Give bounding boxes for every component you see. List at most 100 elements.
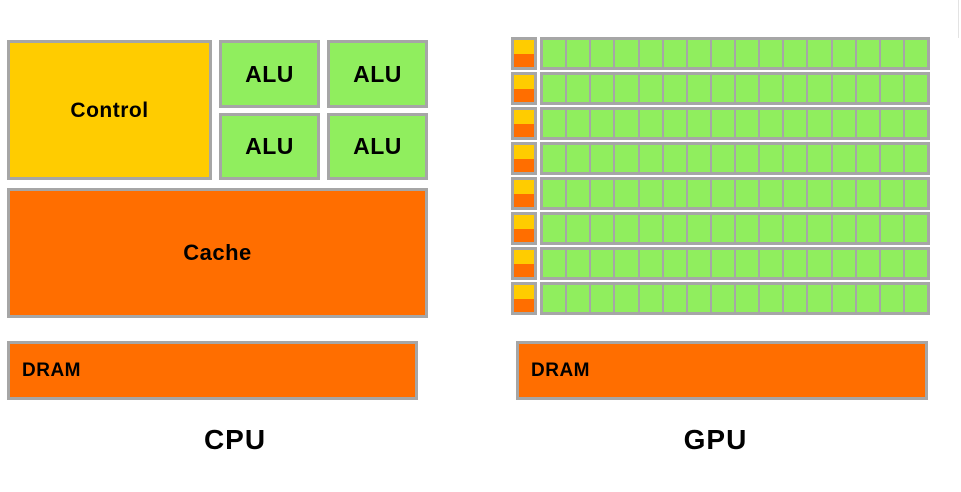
gpu-alu-cell (904, 145, 927, 172)
gpu-alu-cell (760, 180, 783, 207)
gpu-alu-cell (880, 40, 903, 67)
gpu-alu-cell (639, 285, 662, 312)
gpu-row-cache-segment (514, 123, 534, 137)
gpu-alu-cell (760, 110, 783, 137)
gpu-alu-cell (856, 215, 879, 242)
gpu-caption: GPU (683, 424, 748, 455)
gpu-alu-cell (615, 75, 638, 102)
gpu-alu-cell (591, 180, 614, 207)
gpu-alu-cell (856, 75, 879, 102)
gpu-alu-cell (784, 75, 807, 102)
gpu-alu-cell (639, 145, 662, 172)
gpu-alu-cell (687, 110, 710, 137)
gpu-alu-cell (543, 215, 566, 242)
gpu-core-row (511, 37, 930, 70)
gpu-alu-cell (687, 75, 710, 102)
gpu-alu-cell (711, 40, 734, 67)
gpu-alu-cell (615, 215, 638, 242)
gpu-alu-cell (880, 215, 903, 242)
gpu-alu-cell (639, 250, 662, 277)
gpu-alu-cell (591, 215, 614, 242)
gpu-alu-cell (784, 180, 807, 207)
gpu-alu-cell (736, 40, 759, 67)
gpu-alu-cell (904, 40, 927, 67)
cpu-cache-block: Cache (7, 188, 428, 318)
gpu-row-alu-strip (540, 72, 930, 105)
gpu-alu-cell (904, 75, 927, 102)
gpu-row-control-segment (514, 110, 534, 124)
gpu-row-cache-segment (514, 228, 534, 242)
gpu-alu-cell (856, 180, 879, 207)
gpu-alu-cell (711, 285, 734, 312)
gpu-alu-cell (639, 180, 662, 207)
gpu-alu-cell (736, 145, 759, 172)
gpu-alu-cell (832, 250, 855, 277)
gpu-dram-block: DRAM (516, 341, 928, 400)
gpu-alu-cell (543, 145, 566, 172)
gpu-row-cache-segment (514, 158, 534, 172)
gpu-alu-cell (784, 250, 807, 277)
gpu-alu-cell (784, 110, 807, 137)
gpu-alu-cell (832, 75, 855, 102)
gpu-alu-cell (687, 180, 710, 207)
gpu-alu-cell (904, 180, 927, 207)
gpu-row-control-segment (514, 285, 534, 299)
gpu-alu-cell (639, 75, 662, 102)
gpu-alu-cell (543, 180, 566, 207)
gpu-row-cache-segment (514, 88, 534, 102)
gpu-row-alu-strip (540, 37, 930, 70)
cpu-dram-block: DRAM (7, 341, 418, 400)
gpu-core-row (511, 212, 930, 245)
gpu-alu-cell (832, 40, 855, 67)
gpu-panel: DRAM GPU (470, 0, 961, 492)
gpu-alu-cell (784, 145, 807, 172)
gpu-alu-cell (904, 110, 927, 137)
gpu-alu-cell (736, 285, 759, 312)
gpu-alu-cell (832, 215, 855, 242)
gpu-alu-cell (567, 75, 590, 102)
gpu-alu-cell (711, 145, 734, 172)
gpu-alu-cell (639, 110, 662, 137)
gpu-alu-cell (687, 145, 710, 172)
gpu-row-cache-segment (514, 53, 534, 67)
gpu-alu-cell (760, 40, 783, 67)
gpu-alu-cell (832, 110, 855, 137)
cpu-panel: Control ALU ALU ALU ALU Cache DRAM CPU (0, 0, 470, 492)
gpu-alu-cell (567, 250, 590, 277)
gpu-alu-cell (880, 285, 903, 312)
gpu-alu-cell (736, 180, 759, 207)
gpu-alu-cell (736, 250, 759, 277)
gpu-alu-cell (591, 250, 614, 277)
gpu-alu-cell (760, 250, 783, 277)
gpu-alu-cell (856, 40, 879, 67)
gpu-alu-cell (880, 110, 903, 137)
gpu-row-control-segment (514, 250, 534, 264)
gpu-alu-cell (663, 215, 686, 242)
gpu-alu-cell (567, 110, 590, 137)
gpu-alu-cell (591, 75, 614, 102)
gpu-alu-cell (543, 40, 566, 67)
gpu-alu-cell (687, 285, 710, 312)
gpu-row-cache-segment (514, 298, 534, 312)
gpu-alu-cell (711, 250, 734, 277)
gpu-row-control-segment (514, 215, 534, 229)
gpu-row-control-cache (511, 37, 537, 70)
gpu-alu-cell (808, 40, 831, 67)
gpu-alu-cell (663, 75, 686, 102)
gpu-alu-cell (567, 285, 590, 312)
gpu-alu-cell (784, 215, 807, 242)
cpu-control-block: Control (7, 40, 212, 180)
gpu-row-control-cache (511, 107, 537, 140)
gpu-alu-cell (736, 110, 759, 137)
gpu-alu-cell (687, 215, 710, 242)
gpu-alu-cell (760, 215, 783, 242)
gpu-alu-cell (711, 215, 734, 242)
gpu-core-row (511, 247, 930, 280)
cpu-alu-block-3: ALU (219, 113, 320, 180)
cpu-alu-block-1: ALU (219, 40, 320, 108)
gpu-alu-cell (856, 145, 879, 172)
gpu-alu-cell (856, 250, 879, 277)
gpu-alu-cell (687, 40, 710, 67)
gpu-core-row (511, 107, 930, 140)
gpu-row-control-cache (511, 212, 537, 245)
